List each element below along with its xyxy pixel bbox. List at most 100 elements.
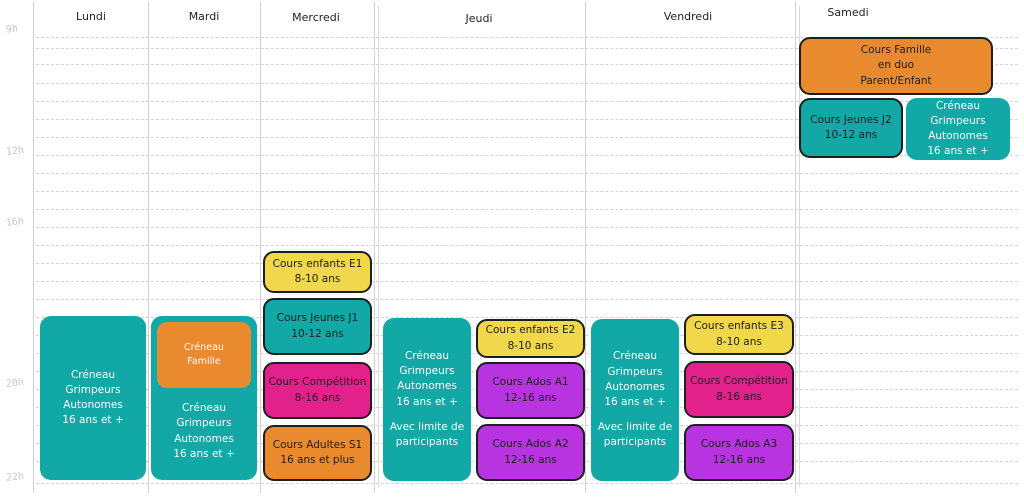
- event-vendredi-creneau-autonomes[interactable]: Créneau Grimpeurs Autonomes 16 ans et + …: [591, 319, 679, 481]
- event-title: Cours Adultes S1: [272, 438, 363, 451]
- event-title: Cours Compétition: [268, 376, 367, 389]
- grid-line: [36, 173, 1018, 174]
- event-age: 16 ans et plus: [280, 454, 355, 466]
- event-line: Autonomes: [397, 380, 457, 393]
- event-title: Cours Ados A1: [492, 376, 569, 389]
- event-age: 8-10 ans: [716, 335, 762, 348]
- event-title: Cours Compétition: [690, 375, 788, 388]
- event-line: Grimpeurs: [930, 114, 986, 127]
- day-header-jeudi: Jeudi: [465, 12, 493, 25]
- column-separator: [585, 2, 586, 493]
- event-jeudi-cours-enfants-e2[interactable]: Cours enfants E2 8-10 ans: [476, 319, 585, 358]
- event-line: participants: [395, 435, 459, 448]
- event-mercredi-cours-adultes-s1[interactable]: Cours Adultes S1 16 ans et plus: [263, 425, 372, 481]
- event-line: 16 ans et +: [604, 396, 666, 408]
- event-line: Créneau: [181, 402, 227, 415]
- event-jeudi-creneau-autonomes[interactable]: Créneau Grimpeurs Autonomes 16 ans et + …: [383, 318, 471, 481]
- event-line: 16 ans et +: [927, 145, 989, 158]
- event-title: Cours enfants E2: [485, 324, 576, 337]
- hour-label-12h: 12h: [5, 145, 25, 158]
- event-line: Grimpeurs: [65, 383, 121, 396]
- grid-line: [36, 191, 1018, 192]
- event-title: Cours enfants E1: [272, 257, 363, 270]
- event-line: Autonomes: [605, 380, 665, 393]
- event-age: 12-16 ans: [504, 391, 557, 404]
- event-line: Créneau: [404, 349, 450, 362]
- event-line: Grimpeurs: [176, 417, 232, 430]
- event-line: Autonomes: [63, 399, 123, 411]
- grid-line: [36, 48, 1018, 49]
- day-header-vendredi: Vendredi: [663, 10, 713, 23]
- event-line: Autonomes: [174, 432, 234, 445]
- event-line: Autonomes: [928, 130, 988, 142]
- column-separator: [260, 2, 261, 493]
- event-mercredi-cours-jeunes-j1[interactable]: Cours Jeunes J1 10-12 ans: [263, 298, 372, 355]
- event-jeudi-cours-ados-a1[interactable]: Cours Ados A1 12-16 ans: [476, 362, 585, 419]
- day-header-samedi: Samedi: [827, 6, 869, 19]
- day-header-mercredi: Mercredi: [292, 11, 340, 24]
- grid-line: [36, 83, 1018, 84]
- event-title: Cours Ados A3: [700, 438, 778, 451]
- grid-line: [36, 483, 1018, 484]
- grid-line: [36, 209, 1018, 210]
- column-separator: [148, 2, 149, 493]
- grid-line: [36, 137, 1018, 138]
- event-age: 8-10 ans: [294, 273, 341, 285]
- grid-line: [36, 299, 1018, 300]
- event-age: 12-16 ans: [712, 453, 766, 466]
- event-samedi-cours-famille[interactable]: Cours Famille en duo Parent/Enfant: [799, 37, 993, 95]
- event-age: 10-12 ans: [291, 327, 344, 340]
- event-samedi-creneau-autonomes[interactable]: Créneau Grimpeurs Autonomes 16 ans et +: [906, 98, 1010, 160]
- event-lundi-creneau-autonomes[interactable]: Créneau Grimpeurs Autonomes 16 ans et +: [40, 316, 146, 480]
- grid-line: [36, 281, 1018, 282]
- grid-line: [36, 64, 1018, 65]
- event-line: Parent/Enfant: [860, 74, 932, 87]
- event-age: 12-16 ans: [504, 453, 557, 466]
- event-line: Créneau: [612, 350, 658, 363]
- grid-line: [36, 317, 1018, 318]
- event-vendredi-cours-ados-a3[interactable]: Cours Ados A3 12-16 ans: [684, 424, 794, 481]
- event-line: Cours Famille: [860, 44, 932, 57]
- event-line: 16 ans et +: [173, 447, 235, 460]
- event-mercredi-cours-enfants-e1[interactable]: Cours enfants E1 8-10 ans: [263, 251, 372, 293]
- hour-label-20h: 20h: [5, 377, 25, 390]
- column-separator: [795, 2, 800, 493]
- grid-line: [36, 119, 1018, 120]
- event-line: Famille: [187, 356, 221, 367]
- event-samedi-cours-jeunes-j2[interactable]: Cours Jeunes J2 10-12 ans: [799, 98, 903, 158]
- grid-line: [36, 227, 1018, 228]
- event-line: Créneau: [184, 341, 224, 353]
- grid-line: [36, 245, 1018, 246]
- event-line: Avec limite de: [389, 420, 465, 433]
- event-age: 8-16 ans: [716, 390, 762, 403]
- event-line: Avec limite de: [597, 421, 673, 434]
- event-vendredi-cours-competition[interactable]: Cours Compétition 8-16 ans: [684, 361, 794, 418]
- event-line: en duo: [877, 59, 915, 72]
- hour-label-9h: 9h: [5, 23, 19, 36]
- day-header-mardi: Mardi: [188, 10, 220, 23]
- grid-line: [36, 263, 1018, 264]
- event-title: Cours Ados A2: [492, 438, 569, 451]
- column-separator: [374, 2, 379, 493]
- grid-line: [36, 101, 1018, 102]
- event-mercredi-cours-competition[interactable]: Cours Compétition 8-16 ans: [263, 362, 372, 419]
- event-line: Grimpeurs: [607, 365, 663, 378]
- event-line: 16 ans et +: [396, 395, 458, 408]
- event-line: Créneau: [935, 99, 981, 112]
- event-title: Cours Jeunes J2: [810, 113, 892, 126]
- grid-line: [36, 37, 1018, 38]
- grid-line: [36, 155, 1018, 156]
- event-line: Créneau: [70, 368, 116, 381]
- event-age: 8-10 ans: [507, 339, 554, 352]
- day-header-lundi: Lundi: [76, 10, 106, 23]
- hour-label-16h: 16h: [5, 216, 25, 229]
- event-mardi-creneau-autonomes[interactable]: Créneau Famille Créneau Grimpeurs Autono…: [151, 316, 257, 480]
- event-vendredi-cours-enfants-e3[interactable]: Cours enfants E3 8-10 ans: [684, 314, 794, 355]
- event-line: participants: [603, 436, 667, 449]
- event-title: Cours Jeunes J1: [276, 312, 359, 325]
- column-separator: [33, 2, 34, 493]
- event-jeudi-cours-ados-a2[interactable]: Cours Ados A2 12-16 ans: [476, 424, 585, 481]
- event-mardi-creneau-famille[interactable]: Créneau Famille: [157, 322, 251, 388]
- hour-label-22h: 22h: [5, 471, 25, 484]
